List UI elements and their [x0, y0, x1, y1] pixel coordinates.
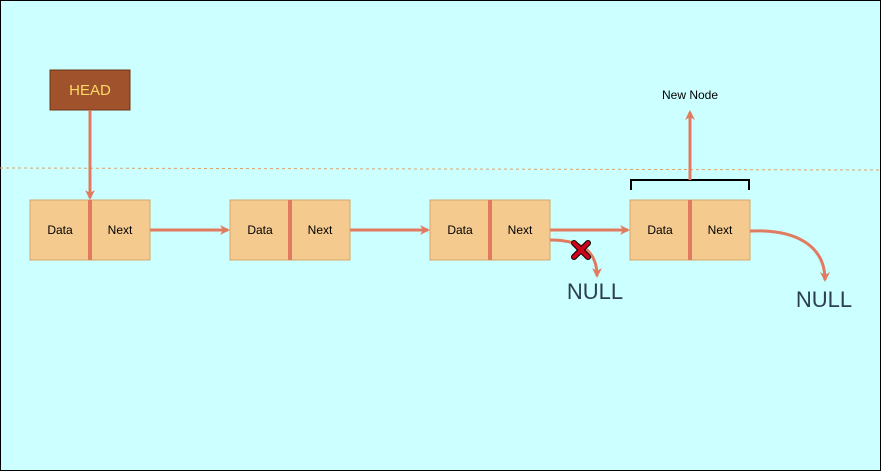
- null-label-new: NULL: [796, 287, 852, 312]
- node-next-cell: [89, 199, 151, 261]
- new-node-label: New Node: [662, 88, 718, 102]
- node-data-label: Data: [647, 223, 673, 237]
- removed-link-cross-icon: [571, 240, 591, 260]
- node-data-label: Data: [247, 223, 273, 237]
- node-data-cell: [629, 199, 691, 261]
- list-node-new: Data Next: [629, 199, 751, 261]
- head-box: [49, 69, 131, 111]
- node-next-label: Next: [508, 223, 533, 237]
- node-data-cell: [429, 199, 491, 261]
- list-node-3: Data Next: [429, 199, 551, 261]
- node-data-label: Data: [447, 223, 473, 237]
- node-next-label: Next: [108, 223, 133, 237]
- node-next-cell: [689, 199, 751, 261]
- node-data-cell: [29, 199, 91, 261]
- head-pointer: HEAD: [49, 69, 131, 200]
- node-data-label: Data: [47, 223, 73, 237]
- list-node-2: Data Next: [229, 199, 351, 261]
- head-label: HEAD: [69, 82, 111, 99]
- list-node-1: Data Next: [29, 199, 151, 261]
- node-next-label: Next: [308, 223, 333, 237]
- null-label-old: NULL: [567, 279, 623, 304]
- node-next-cell: [489, 199, 551, 261]
- new-null-link-arrow: [749, 229, 830, 282]
- node-next-label: Next: [708, 223, 733, 237]
